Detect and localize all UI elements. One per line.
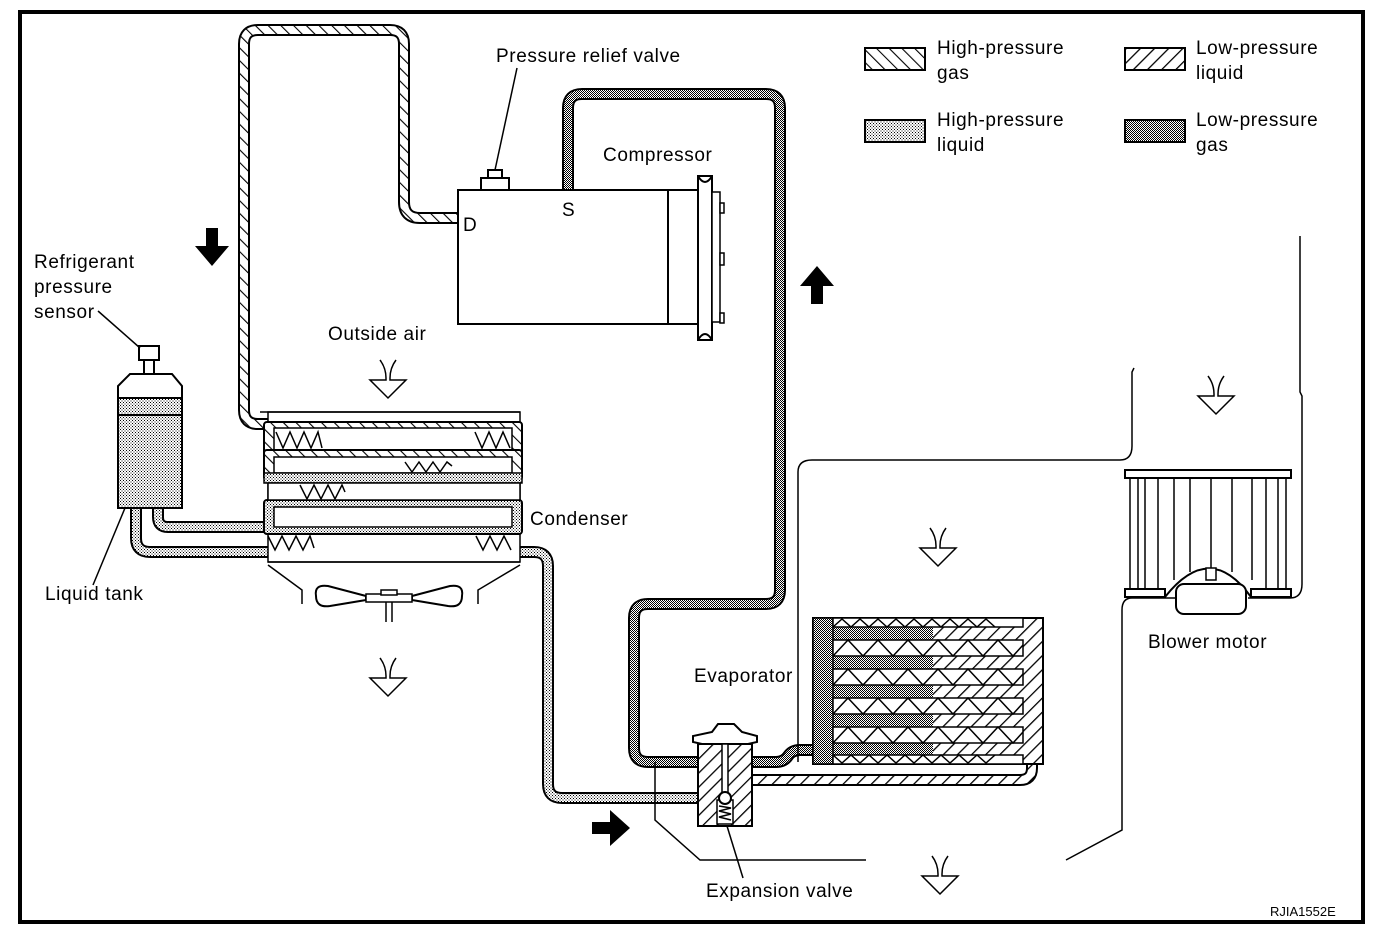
compressor-clutch: [667, 189, 699, 325]
flow-arrow-up: [800, 266, 834, 304]
pipe-hp-liquid-to-valve: [130, 505, 718, 804]
legend-label-lp-liquid-2: liquid: [1196, 63, 1244, 84]
label-liquid-tank: Liquid tank: [45, 584, 144, 605]
legend-item-hp-liquid: High-pressure liquid: [864, 110, 1064, 156]
evaporator-fins: [832, 617, 1024, 765]
legend-label-hp-gas-2: gas: [937, 63, 969, 84]
legend-item-lp-gas: Low-pressure gas: [1124, 110, 1318, 156]
label-refrigerant-sensor-1: Refrigerant: [34, 252, 135, 273]
blower-motor: [1175, 583, 1247, 615]
legend-item-lp-liquid: Low-pressure liquid: [1124, 38, 1318, 84]
refrigerant-pressure-sensor: [138, 345, 160, 361]
label-refrigerant-sensor-2: pressure: [34, 277, 113, 298]
label-compressor: Compressor: [603, 145, 713, 166]
label-evaporator: Evaporator: [694, 666, 793, 687]
label-outside-air: Outside air: [328, 324, 427, 345]
flow-arrow-down: [195, 228, 229, 266]
legend-swatch-hp-liquid: [864, 119, 926, 143]
label-pressure-relief-valve: Pressure relief valve: [496, 46, 681, 67]
compressor: Pressure relief valve Compressor D S: [457, 46, 725, 341]
legend: High-pressure gas Low-pressure liquid Hi…: [864, 38, 1318, 156]
blower: Blower motor: [1124, 469, 1292, 653]
compressor-body: [457, 189, 669, 325]
legend-label-hp-liquid-2: liquid: [937, 135, 985, 156]
legend-label-hp-gas-1: High-pressure: [937, 38, 1064, 59]
figure-code: RJIA1552E: [1270, 904, 1336, 919]
legend-label-lp-liquid-1: Low-pressure: [1196, 38, 1318, 59]
legend-swatch-lp-liquid: [1124, 47, 1186, 71]
legend-label-hp-liquid-1: High-pressure: [937, 110, 1064, 131]
air-arrow-blower-in: [1196, 375, 1236, 416]
pipe-lp-liquid-to-evaporator: [752, 760, 1038, 786]
label-discharge-port: D: [463, 215, 477, 236]
air-arrow-outside-air-in: [368, 359, 408, 400]
legend-label-lp-gas-1: Low-pressure: [1196, 110, 1318, 131]
legend-label-lp-gas-2: gas: [1196, 135, 1228, 156]
label-suction-port: S: [562, 200, 575, 221]
compressor-pulley: [697, 175, 713, 341]
legend-item-hp-gas: High-pressure gas: [864, 38, 1064, 84]
expansion-valve: Expansion valve: [692, 723, 853, 902]
air-arrow-evaporator-in: [918, 527, 958, 568]
flow-arrow-right: [592, 810, 630, 846]
label-blower-motor: Blower motor: [1148, 632, 1267, 653]
pipe-hp-gas-discharge: [238, 24, 458, 430]
label-expansion-valve: Expansion valve: [706, 881, 853, 902]
liquid-tank: Refrigerant pressure sensor Liquid tank: [34, 252, 183, 605]
pipe-lp-gas-suction: [562, 88, 816, 768]
legend-swatch-lp-gas: [1124, 119, 1186, 143]
air-flow-arrows: [368, 359, 1236, 896]
condenser: Condenser: [260, 411, 628, 604]
air-arrow-evaporator-out: [920, 855, 960, 896]
legend-swatch-hp-gas: [864, 47, 926, 71]
refrigerant-flow-arrows: [195, 228, 834, 846]
pipe-hp-liquid-to-tank: [152, 505, 268, 533]
air-arrow-condenser-out: [368, 657, 408, 698]
condenser-fan: [314, 584, 464, 622]
pressure-relief-valve: [480, 177, 510, 191]
evaporator: Evaporator: [694, 617, 1044, 765]
label-refrigerant-sensor-3: sensor: [34, 302, 95, 323]
label-condenser: Condenser: [530, 509, 628, 530]
